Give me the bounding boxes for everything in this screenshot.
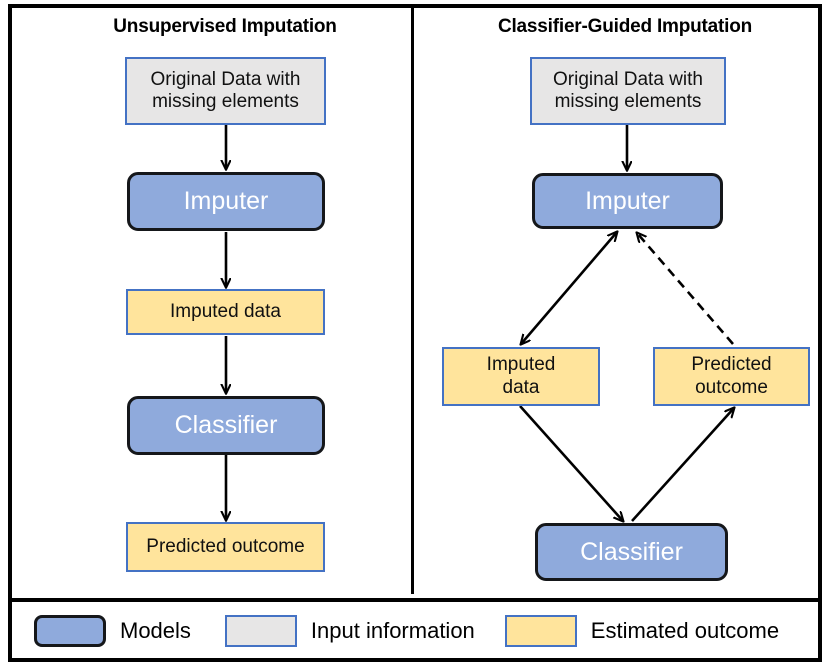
outer-frame (8, 4, 822, 662)
legend-divider (10, 598, 820, 602)
panel-title-unsupervised: Unsupervised Imputation (113, 16, 337, 37)
node-original-data-left-line1: Original Data with (150, 68, 301, 90)
legend-swatch-input-information-icon (224, 615, 297, 647)
node-classifier-right: Classifier (535, 523, 728, 581)
panel-divider (411, 8, 414, 594)
node-imputed-data-right: Imputed data (442, 347, 600, 406)
node-original-data-left: Original Data with missing elements (125, 57, 326, 125)
node-original-data-right-line2: missing elements (554, 91, 702, 112)
node-predicted-outcome-right-line1: Predicted (691, 354, 772, 376)
legend-item-estimated-outcome: Estimated outcome (504, 615, 780, 647)
legend-label-estimated-outcome: Estimated outcome (590, 618, 780, 643)
node-classifier-left: Classifier (127, 396, 325, 455)
node-imputed-data-left: Imputed data (126, 289, 325, 335)
legend-label-models: Models (120, 618, 191, 643)
node-original-data-right: Original Data with missing elements (530, 57, 726, 125)
node-original-data-left-line2: missing elements (152, 91, 299, 112)
panel-title-guided: Classifier-Guided Imputation (497, 16, 753, 37)
node-predicted-outcome-left: Predicted outcome (126, 522, 325, 572)
node-predicted-outcome-right: Predicted outcome (653, 347, 810, 406)
node-predicted-outcome-right-line2: outcome (695, 376, 768, 398)
legend-swatch-estimated-outcome-icon (504, 615, 577, 647)
node-imputed-data-right-line2: data (502, 376, 540, 398)
legend: Models Input information Estimated outco… (12, 604, 818, 658)
legend-item-models: Models (34, 615, 191, 647)
legend-item-input-information: Input information (224, 615, 475, 647)
node-imputer-right: Imputer (532, 173, 723, 229)
legend-swatch-models-icon (34, 615, 106, 647)
node-imputer-left: Imputer (127, 172, 325, 231)
legend-label-input-information: Input information (310, 618, 475, 643)
node-imputed-data-right-line1: Imputed (486, 354, 556, 376)
node-original-data-right-line1: Original Data with (553, 68, 703, 90)
